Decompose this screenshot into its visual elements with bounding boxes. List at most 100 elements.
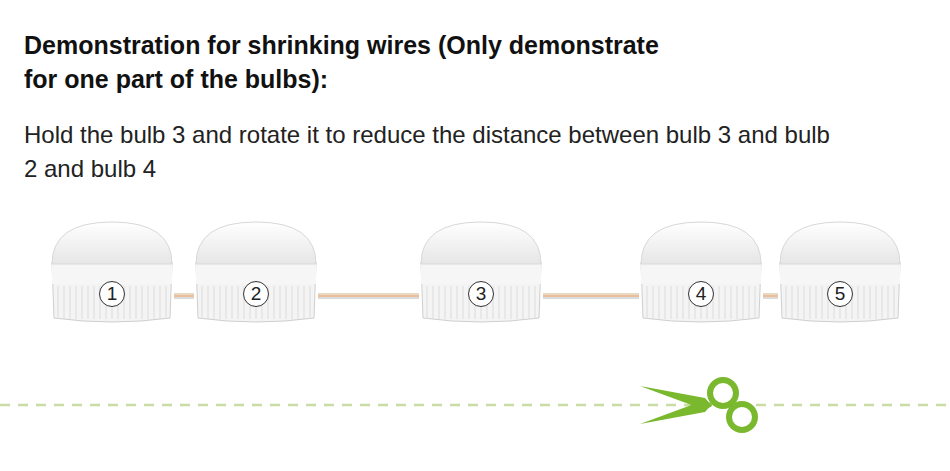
bulb-base xyxy=(641,262,761,322)
cut-line xyxy=(0,404,950,407)
ridge xyxy=(220,286,221,319)
ridge xyxy=(798,286,799,319)
ridge xyxy=(208,286,209,319)
ridge xyxy=(463,286,464,319)
ridge xyxy=(58,286,59,319)
ridge xyxy=(202,286,203,319)
wire xyxy=(543,294,639,298)
bulb-shape xyxy=(192,220,320,328)
bulb-base xyxy=(196,262,316,322)
callout-number: 4 xyxy=(688,281,714,307)
callout-number: 2 xyxy=(243,281,269,307)
bulb-dome xyxy=(52,222,172,264)
ridge xyxy=(822,286,823,319)
wire xyxy=(318,294,419,298)
ridge xyxy=(439,286,440,319)
ridge xyxy=(88,286,89,319)
ridge xyxy=(870,286,871,319)
wire xyxy=(763,294,778,298)
ridge xyxy=(725,286,726,319)
ridge xyxy=(737,286,738,319)
ridge xyxy=(511,286,512,319)
wire xyxy=(174,294,194,298)
ridge xyxy=(665,286,666,319)
ridge xyxy=(82,286,83,319)
ridge xyxy=(214,286,215,319)
ridge xyxy=(433,286,434,319)
instruction-note: Hold the bulb 3 and rotate it to reduce … xyxy=(24,118,844,186)
ridge xyxy=(286,286,287,319)
ridge xyxy=(810,286,811,319)
ridge xyxy=(659,286,660,319)
ridge xyxy=(274,286,275,319)
ridge xyxy=(653,286,654,319)
ridge xyxy=(148,286,149,319)
ridge xyxy=(816,286,817,319)
ridge xyxy=(683,286,684,319)
callout-number: 5 xyxy=(827,281,853,307)
ridge xyxy=(130,286,131,319)
callout-number: 1 xyxy=(99,281,125,307)
ridge xyxy=(894,286,895,319)
ridge xyxy=(451,286,452,319)
ridge xyxy=(232,286,233,319)
ridge xyxy=(70,286,71,319)
ridge xyxy=(677,286,678,319)
ridge xyxy=(517,286,518,319)
ridge xyxy=(731,286,732,319)
bulb-dome xyxy=(780,222,900,264)
ridge xyxy=(864,286,865,319)
bulb-shape xyxy=(48,220,176,328)
ridge xyxy=(505,286,506,319)
ridge xyxy=(457,286,458,319)
ridge xyxy=(858,286,859,319)
ridge xyxy=(94,286,95,319)
ridge xyxy=(238,286,239,319)
ridge xyxy=(749,286,750,319)
ridge xyxy=(154,286,155,319)
ridge xyxy=(64,286,65,319)
bulb: 5 xyxy=(776,220,904,328)
ridge xyxy=(804,286,805,319)
bulb-shape xyxy=(637,220,765,328)
ridge xyxy=(743,286,744,319)
ridge xyxy=(166,286,167,319)
ridge xyxy=(719,286,720,319)
bulb: 4 xyxy=(637,220,765,328)
ridge xyxy=(647,286,648,319)
ridge xyxy=(876,286,877,319)
ridge xyxy=(298,286,299,319)
title: Demonstration for shrinking wires (Only … xyxy=(24,28,664,96)
ridge xyxy=(160,286,161,319)
callout-number: 3 xyxy=(468,281,494,307)
ridge xyxy=(280,286,281,319)
ridge xyxy=(445,286,446,319)
ridge xyxy=(535,286,536,319)
ridge xyxy=(427,286,428,319)
ridge xyxy=(755,286,756,319)
bulb: 1 xyxy=(48,220,176,328)
ridge xyxy=(76,286,77,319)
bulb-dome xyxy=(196,222,316,264)
ridge xyxy=(292,286,293,319)
ridge xyxy=(888,286,889,319)
ridge xyxy=(499,286,500,319)
ridge xyxy=(226,286,227,319)
bulb-base xyxy=(421,262,541,322)
ridge xyxy=(671,286,672,319)
bulb-base xyxy=(780,262,900,322)
bulb: 3 xyxy=(417,220,545,328)
ridge xyxy=(310,286,311,319)
ridge xyxy=(792,286,793,319)
ridge xyxy=(304,286,305,319)
bulb-shape xyxy=(776,220,904,328)
ridge xyxy=(136,286,137,319)
ridge xyxy=(523,286,524,319)
scissors-icon xyxy=(640,380,755,430)
bulb: 2 xyxy=(192,220,320,328)
bulb-base xyxy=(52,262,172,322)
ridge xyxy=(882,286,883,319)
ridge xyxy=(142,286,143,319)
bulb-shape xyxy=(417,220,545,328)
bulb-dome xyxy=(641,222,761,264)
